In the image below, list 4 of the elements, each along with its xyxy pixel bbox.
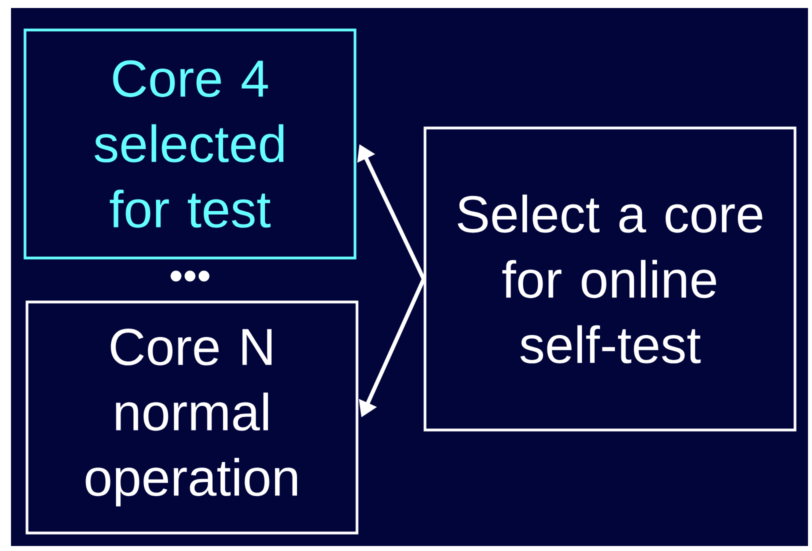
process-box: Select a core for online self-test [424, 126, 796, 432]
process-box: Core N normal operation [26, 300, 358, 534]
process-box: Core 4 selected for test [24, 28, 356, 260]
ellipsis: ••• [170, 270, 210, 282]
